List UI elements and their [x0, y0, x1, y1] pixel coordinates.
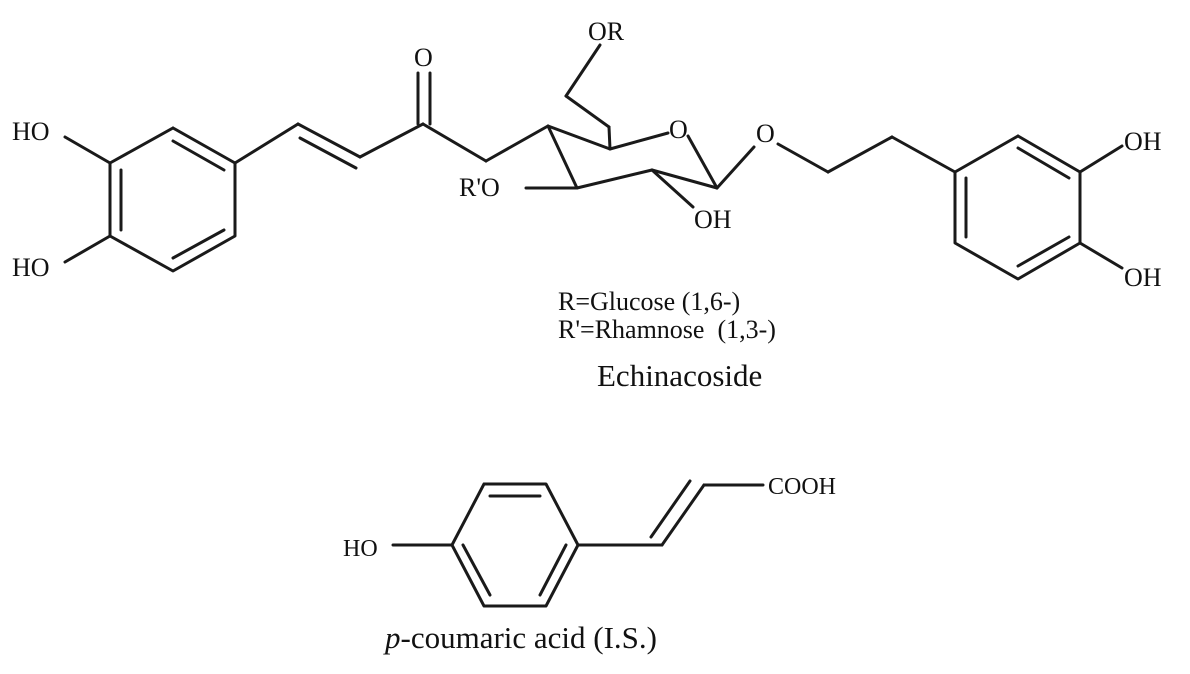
bond-ho-upper [63, 135, 112, 165]
right-catechol-ring [953, 134, 1082, 281]
bond-c2-oh [650, 168, 695, 209]
bond-vinyl-carbonyl [358, 122, 425, 159]
phenol-ring [450, 482, 580, 608]
coumaric-acid-structure: HO COOH p-coumaric acid (I.S.) [343, 474, 836, 655]
label-sugar-oh: OH [694, 205, 732, 234]
bond-oh-upper [1078, 144, 1124, 174]
label-ho-lower: HO [12, 253, 50, 282]
bond-ch2-or [564, 43, 602, 98]
name-rest: -coumaric acid (I.S.) [401, 620, 658, 655]
label-oh-lower: OH [1124, 263, 1162, 292]
label-oh-upper: OH [1124, 127, 1162, 156]
bond-ethylene [826, 135, 894, 174]
glucose-ring [546, 124, 719, 190]
label-glycosidic-o: O [756, 119, 775, 148]
bond-c5-ch2 [607, 125, 612, 151]
echinacoside-structure: HO HO O OR O R'O OH O OH OH R=Glucose (1… [12, 17, 1162, 393]
compound-name-echinacoside: Echinacoside [597, 358, 762, 393]
bond-alkene-second [298, 136, 358, 170]
bond-oh-lower [1078, 241, 1124, 270]
bond-ch2 [564, 94, 611, 129]
label-cooh: COOH [768, 474, 836, 500]
label-r-prime-o: R'O [459, 173, 500, 202]
bond-alkene-second [649, 479, 692, 539]
label-ho-upper: HO [12, 117, 50, 146]
legend-r-prime-rhamnose: R'=Rhamnose (1,3-) [558, 315, 776, 344]
label-or: OR [588, 17, 625, 46]
bond-ch2-sugar [484, 124, 550, 163]
bond-c1-o [715, 145, 756, 190]
name-prefix-italic: p [383, 620, 401, 655]
label-ring-o: O [669, 115, 688, 144]
bond-alkene [660, 483, 706, 547]
bond-alkene [296, 122, 362, 159]
bond-carbonyl-ch2 [421, 122, 488, 163]
legend-r-glucose: R=Glucose (1,6-) [558, 287, 740, 316]
bond-o-ch2 [776, 142, 830, 174]
bond-ho-lower [63, 234, 112, 264]
label-ho: HO [343, 536, 378, 562]
compound-name-coumaric-acid: p-coumaric acid (I.S.) [383, 620, 657, 655]
bond-ch2-ring [890, 135, 957, 174]
left-catechol-ring [108, 126, 237, 273]
bond-ring-vinyl [233, 122, 300, 165]
label-carbonyl-o: O [414, 43, 433, 72]
